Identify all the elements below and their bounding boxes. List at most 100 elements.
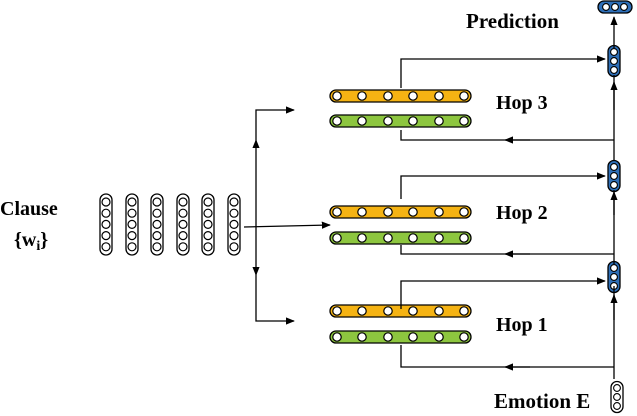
- word-node: [152, 197, 162, 207]
- hop-3-input-line: [400, 130, 614, 141]
- word-node: [127, 208, 137, 218]
- word-node: [101, 231, 111, 241]
- attention-bar-body: [329, 205, 472, 219]
- hop-memory-bars: [329, 89, 472, 344]
- words-label: {wi}: [14, 229, 48, 254]
- word-node: [203, 219, 213, 229]
- state-node: [613, 393, 621, 401]
- words-close: }: [40, 229, 48, 251]
- word-node: [127, 219, 137, 229]
- hop-1-label: Hop 1: [496, 314, 548, 336]
- state-node: [610, 273, 618, 281]
- emotion-vector: [610, 380, 624, 414]
- memory-node: [357, 233, 367, 243]
- memory-node: [408, 233, 418, 243]
- word-column-1: [99, 193, 113, 256]
- word-node: [203, 231, 213, 241]
- word-node: [229, 242, 239, 252]
- word-node: [101, 219, 111, 229]
- clause-label: Clause: [0, 198, 58, 220]
- memory-node: [357, 332, 367, 342]
- word-node: [203, 197, 213, 207]
- memory-bar-body: [329, 330, 472, 344]
- word-node: [178, 242, 188, 252]
- word-node: [127, 197, 137, 207]
- prediction-node: [620, 3, 628, 11]
- prediction-node: [602, 3, 610, 11]
- word-node: [203, 208, 213, 218]
- attention-node: [408, 207, 418, 217]
- word-column-5: [201, 193, 215, 256]
- attention-node: [332, 91, 342, 101]
- memory-node: [332, 332, 342, 342]
- memory-node: [332, 116, 342, 126]
- state-node: [613, 402, 621, 410]
- words-subscript: i: [36, 239, 40, 254]
- memory-node: [408, 116, 418, 126]
- word-node: [229, 208, 239, 218]
- memory-bar-body: [329, 231, 472, 245]
- attention-node: [383, 207, 393, 217]
- word-node: [178, 219, 188, 229]
- state-node: [610, 48, 618, 56]
- words-var: {w: [14, 229, 37, 251]
- state-node: [610, 264, 618, 272]
- attention-node: [459, 306, 469, 316]
- word-node: [101, 197, 111, 207]
- state-node: [613, 384, 621, 392]
- attention-node: [459, 207, 469, 217]
- word-node: [178, 197, 188, 207]
- hop-2-output-line: [400, 172, 606, 199]
- hop-3-memory-bar: [329, 114, 472, 128]
- word-node: [229, 219, 239, 229]
- memory-node: [459, 233, 469, 243]
- word-node: [101, 242, 111, 252]
- word-column-6: [227, 193, 241, 256]
- memory-node: [434, 116, 444, 126]
- attention-node: [434, 91, 444, 101]
- attention-node: [383, 306, 393, 316]
- word-embedding-columns: [99, 193, 241, 256]
- memory-bar-body: [329, 114, 472, 128]
- hop-2-memory-bar: [329, 231, 472, 245]
- state-node: [610, 181, 618, 189]
- attention-node: [434, 306, 444, 316]
- state-node: [610, 57, 618, 65]
- attention-node: [408, 306, 418, 316]
- memory-node: [332, 233, 342, 243]
- state-node: [610, 172, 618, 180]
- connector-lines: [243, 16, 618, 379]
- memory-node: [383, 332, 393, 342]
- hop-3-output-line: [400, 55, 606, 88]
- word-node: [152, 219, 162, 229]
- word-column-3: [150, 193, 164, 256]
- attention-bar-body: [329, 89, 472, 103]
- memory-node: [408, 332, 418, 342]
- hop-2-input-line: [400, 245, 614, 255]
- splitter-to-hop-1: [255, 275, 295, 325]
- word-node: [127, 231, 137, 241]
- attention-node: [383, 91, 393, 101]
- word-node: [101, 208, 111, 218]
- hop-1-attention-bar: [329, 304, 472, 318]
- hop-1-output-line: [400, 277, 606, 309]
- state-vectors: [597, 0, 633, 414]
- memory-node: [383, 233, 393, 243]
- word-column-2: [125, 193, 139, 256]
- hop-1-input-line: [400, 345, 614, 368]
- word-node: [152, 208, 162, 218]
- word-node: [178, 208, 188, 218]
- prediction-node: [611, 3, 619, 11]
- memory-node: [459, 116, 469, 126]
- hop-3-state-vector: [607, 44, 621, 78]
- word-node: [203, 242, 213, 252]
- state-node: [610, 66, 618, 74]
- attention-node: [357, 91, 367, 101]
- word-node: [229, 231, 239, 241]
- word-node: [127, 242, 137, 252]
- hop-2-state-vector: [607, 159, 621, 193]
- emotion-label: Emotion E: [494, 389, 590, 413]
- memory-node: [383, 116, 393, 126]
- hop-1-memory-bar: [329, 330, 472, 344]
